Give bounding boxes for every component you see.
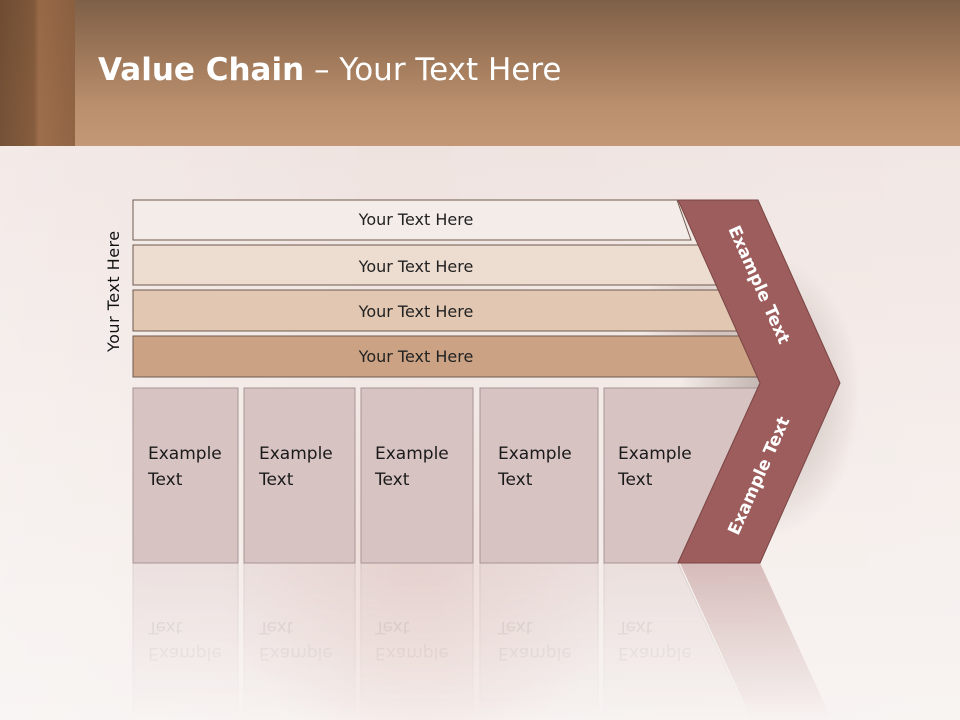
bar-3-label: Your Text Here <box>358 302 474 321</box>
reflection-text-5: Example <box>618 643 692 663</box>
title-bold: Value Chain <box>98 52 305 88</box>
reflection-column-1 <box>132 562 239 720</box>
reflection-column-4 <box>479 562 599 720</box>
title-banner: Value Chain – Your Text Here <box>0 0 960 146</box>
reflection-text-4: Example <box>498 643 572 663</box>
reflection-column-3 <box>360 562 474 720</box>
reflection-text-2b: Text <box>258 617 294 637</box>
column-4-line2: Text <box>497 470 533 490</box>
reflection-text-1: Example <box>148 643 222 663</box>
bar-1-shape <box>132 199 692 241</box>
bar-2-label: Your Text Here <box>358 257 474 276</box>
column-4 <box>479 387 599 564</box>
bar-stack: Your Text Here Your Text Here Your Text … <box>132 199 764 378</box>
column-3 <box>360 387 474 564</box>
reflection-chevron <box>680 563 832 720</box>
column-1-line2: Text <box>147 470 183 490</box>
column-5-line1: Example <box>618 444 692 464</box>
column-5-line2: Text <box>617 470 653 490</box>
chevron-shape <box>677 199 841 564</box>
column-3-line2: Text <box>374 470 410 490</box>
column-row: Example Text Example Text Example Text E… <box>132 387 759 564</box>
column-3-line1: Example <box>375 444 449 464</box>
page-title: Value Chain – Your Text Here <box>98 52 561 88</box>
column-2 <box>243 387 356 564</box>
bar-1-label: Your Text Here <box>358 210 474 229</box>
reflection-text-3: Example <box>375 643 449 663</box>
reflection-text-1b: Text <box>147 617 183 637</box>
reflection-text-3b: Text <box>374 617 410 637</box>
column-4-line1: Example <box>498 444 572 464</box>
diagram-reflection: Example Text Example Text Example Text E… <box>132 562 832 720</box>
chevron-arrow: Example Text Example Text <box>677 199 841 564</box>
column-2-line1: Example <box>259 444 333 464</box>
reflection-text-2: Example <box>259 643 333 663</box>
banner-accent-strip <box>0 0 75 146</box>
column-1-line1: Example <box>148 444 222 464</box>
bar-4-label: Your Text Here <box>358 347 474 366</box>
reflection-text-4b: Text <box>497 617 533 637</box>
column-1 <box>132 387 239 564</box>
reflection-column-2 <box>243 562 356 720</box>
reflection-text-5b: Text <box>617 617 653 637</box>
column-2-line2: Text <box>258 470 294 490</box>
title-rest: – Your Text Here <box>304 52 562 88</box>
